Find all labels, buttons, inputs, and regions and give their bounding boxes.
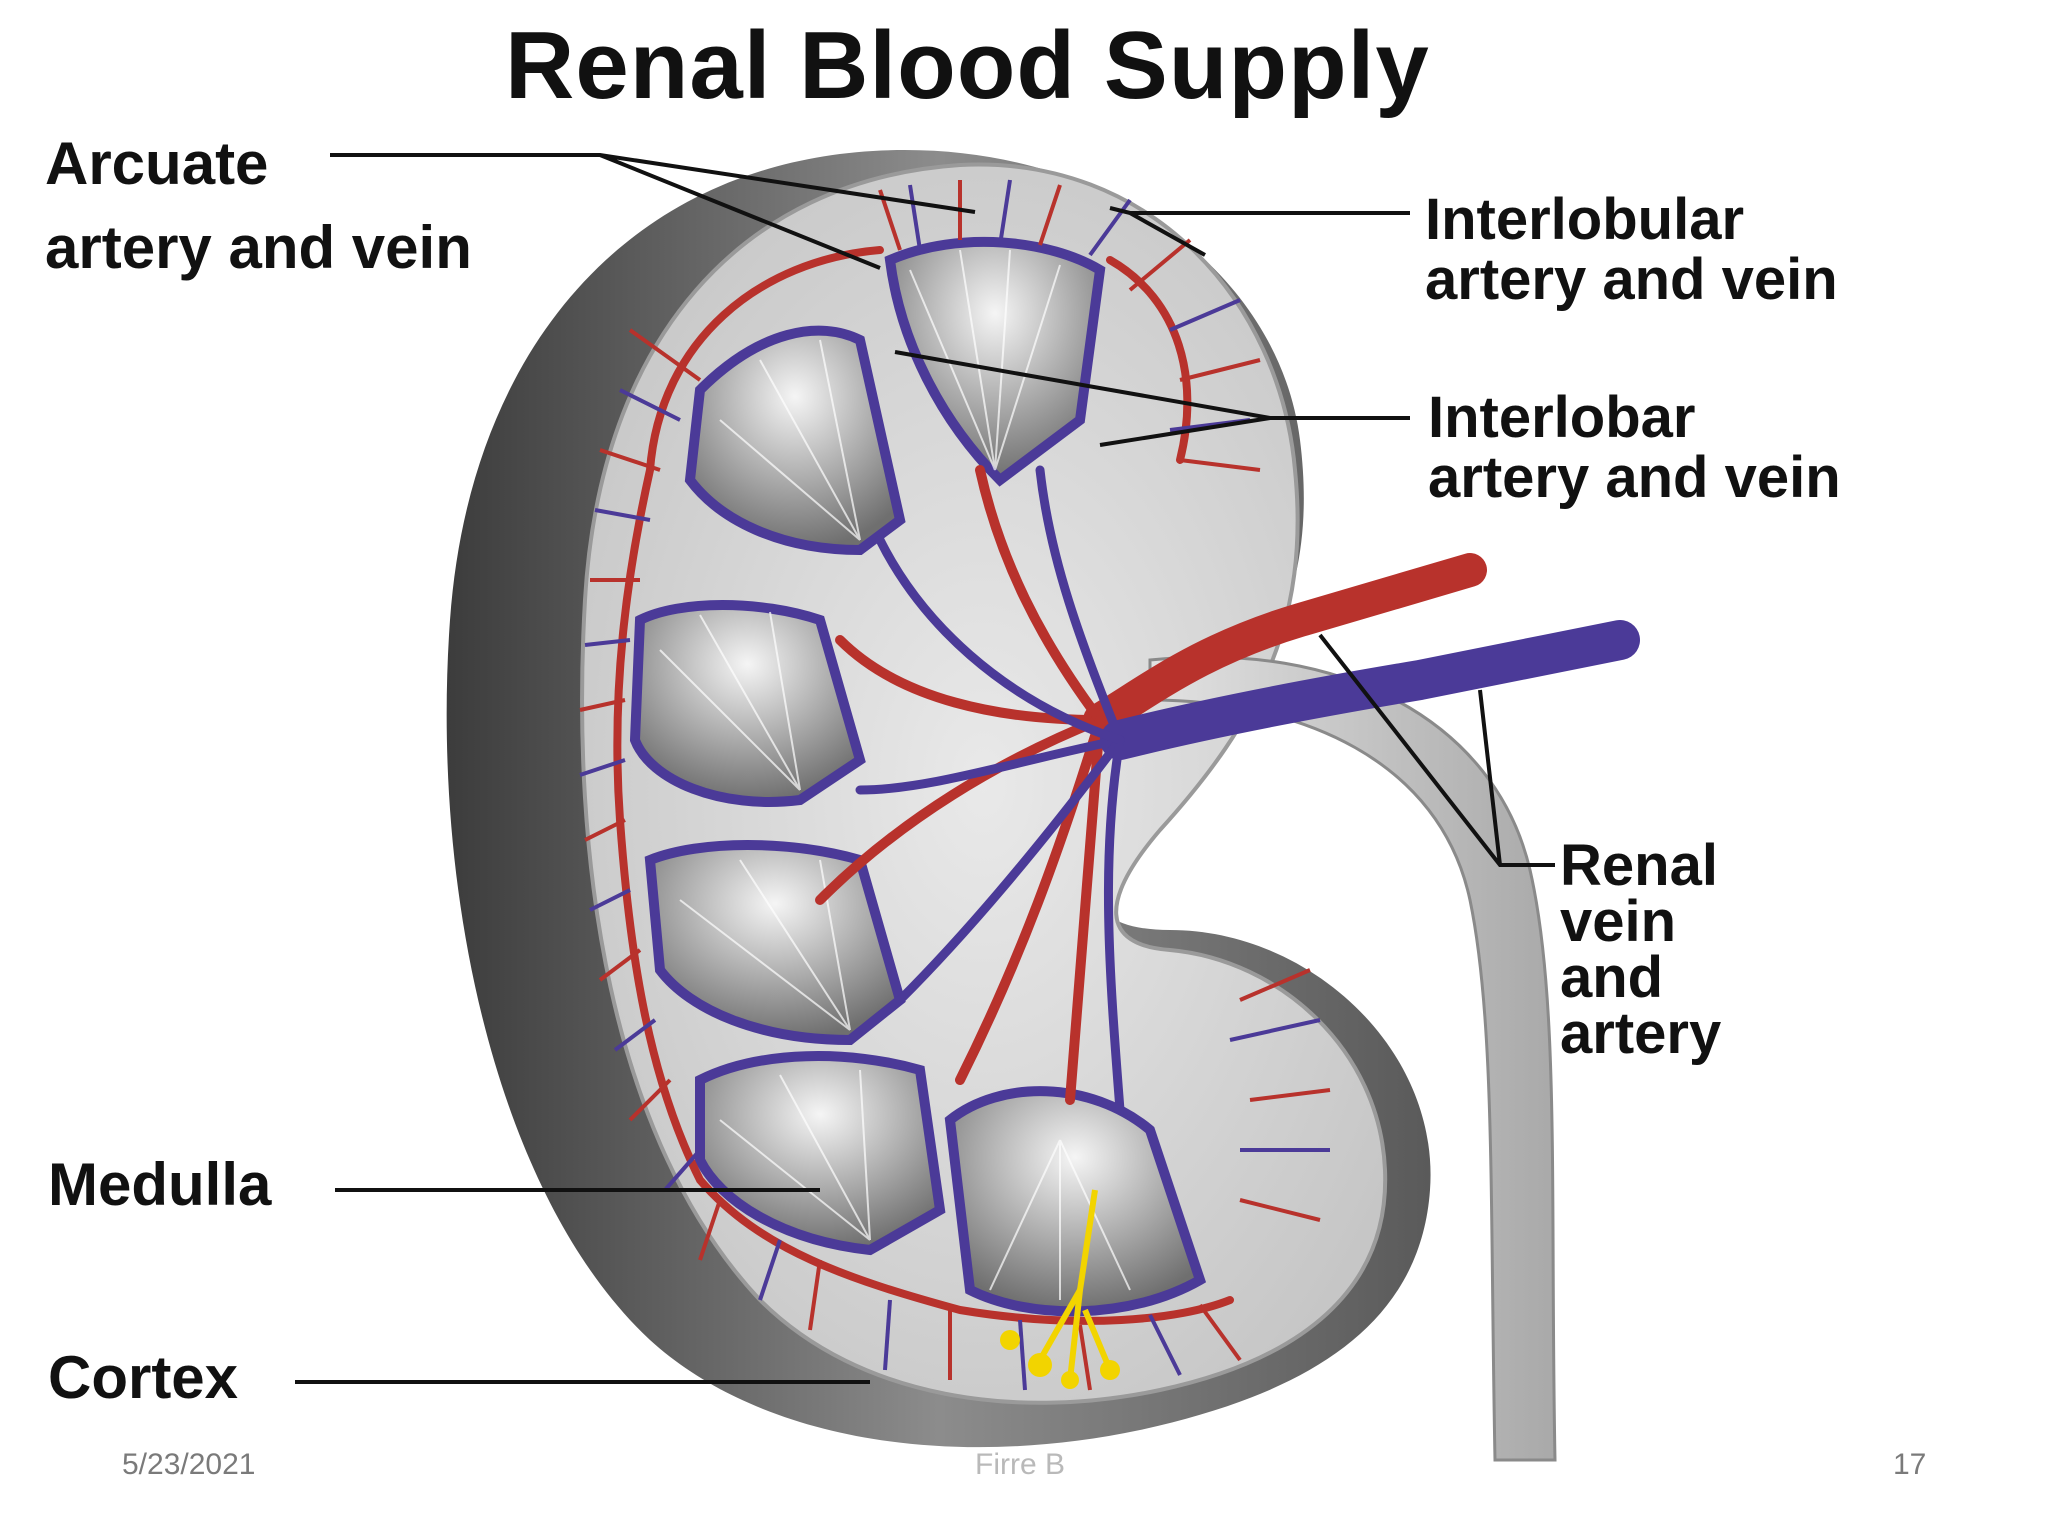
pyramid [629, 600, 866, 807]
label-medulla: Medulla [48, 1151, 272, 1218]
arcuate-arc [613, 246, 1234, 1325]
label-renal: Renal vein and artery [1560, 833, 1722, 1066]
leader-interlobular [1109, 206, 1410, 257]
pyramid [695, 1051, 946, 1256]
label-interlobular-line2: artery and vein [1425, 247, 1838, 312]
label-interlobar-line2: artery and vein [1428, 445, 1841, 510]
veins [855, 465, 1640, 1115]
label-interlobular: Interlobular artery and vein [1425, 190, 1838, 310]
footer-page-number: 17 [1893, 1448, 1927, 1481]
pyramid-striations [659, 249, 1131, 1300]
leader-lines [295, 153, 1555, 1384]
arteries [613, 246, 1487, 1325]
label-interlobar-line1: Interlobar [1428, 385, 1696, 450]
renal-nerve [1037, 1189, 1113, 1381]
label-interlobular-line1: Interlobular [1425, 187, 1745, 252]
footer-date: 5/23/2021 [122, 1448, 256, 1481]
label-arcuate: Arcuate artery and vein [45, 122, 472, 290]
medullary-pyramids [629, 236, 1207, 1317]
pyramid [944, 1086, 1207, 1317]
leader-interlobar [894, 350, 1410, 447]
label-renal-line3: and [1560, 945, 1664, 1010]
label-renal-line1: Renal [1560, 833, 1718, 898]
renal-vein [1100, 620, 1640, 760]
interlobular-arteries [579, 180, 1331, 1391]
leader-arcuate [330, 153, 976, 270]
label-cortex: Cortex [48, 1344, 239, 1411]
leader-renal [1318, 633, 1555, 867]
ureter [1148, 655, 1557, 1462]
pyramid [684, 325, 906, 556]
footer-center: Firre B [975, 1448, 1065, 1481]
label-arcuate-line2: artery and vein [45, 214, 472, 281]
label-interlobar: Interlobar artery and vein [1428, 388, 1841, 508]
interlobular-veins [579, 179, 1330, 1391]
pyramid [644, 840, 906, 1046]
label-arcuate-line1: Arcuate [45, 130, 269, 197]
renal-artery [1083, 553, 1487, 737]
nerve-ganglia [1000, 1330, 1120, 1389]
label-renal-line2: vein [1560, 889, 1677, 954]
diagram-title: Renal Blood Supply [505, 12, 1430, 119]
label-renal-line4: artery [1560, 1001, 1722, 1066]
